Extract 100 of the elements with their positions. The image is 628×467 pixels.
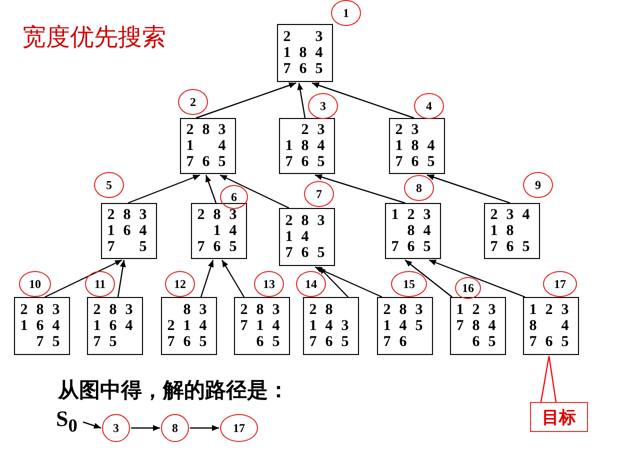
callout-pointer [540,355,557,403]
tile-digit: 4 [217,139,227,154]
tile-digit: 1 [390,208,400,223]
tile-digit: 7 [455,319,465,334]
tile-digit: 6 [298,62,308,77]
tile-digit: 5 [340,335,350,350]
tile-digit: 8 [410,139,420,154]
tile-digit: 8 [324,303,334,318]
circled-number: 4 [414,93,444,119]
tile-digit: 8 [255,303,265,318]
arrow [404,260,452,298]
tile-digit: 4 [138,224,148,239]
circled-number: 7 [304,181,334,207]
puzzle-box [14,297,70,355]
tile-digit: 5 [487,335,497,350]
tile-digit: 6 [108,319,118,334]
tile-digit: 1 [455,303,465,318]
tile-digit: 8 [182,303,192,318]
tile-digit: 5 [414,319,424,334]
tile-digit: 7 [394,155,404,170]
tile-digit: 8 [35,303,45,318]
circled-number: 10 [19,271,51,297]
puzzle-box [279,208,335,266]
circled-number: 15 [391,271,427,297]
arrow [131,425,160,431]
tile-digit: 8 [122,208,132,223]
arrow [117,260,126,298]
tile-digit: 4 [487,319,497,334]
tile-digit: 4 [422,224,432,239]
tile-digit: 3 [217,123,227,138]
puzzle-box [191,203,247,259]
circled-number: 3 [102,414,130,442]
tile-digit: 3 [414,303,424,318]
tile-digit: 4 [314,46,324,61]
arrow [312,82,414,119]
tile-digit: 3 [228,208,238,223]
tile-digit: 4 [426,139,436,154]
note-text: 从图中得，解的路径是： [58,377,289,404]
tile-digit: 1 [92,319,102,334]
tile-digit: 5 [51,335,61,350]
circled-number: 17 [220,414,258,442]
circled-number: 8 [161,414,189,442]
tile-digit: 3 [138,208,148,223]
tile-digit: 2 [394,123,404,138]
arrow [426,174,510,204]
tile-digit: 8 [528,319,538,334]
tile-digit: 3 [422,208,432,223]
tile-digit: 6 [201,155,211,170]
tile-digit: 3 [560,303,570,318]
title: 宽度优先搜索 [22,22,166,52]
tile-digit: 3 [340,319,350,334]
tile-digit: 3 [410,123,420,138]
circled-number: 6 [220,185,248,209]
arrow [314,174,406,204]
tile-digit: 1 [394,139,404,154]
tile-digit: 7 [239,319,249,334]
circled-number: 11 [85,271,115,297]
tile-digit: 1 [182,319,192,334]
tile-digit: 7 [390,240,400,255]
arrow [314,266,382,298]
tile-digit: 7 [35,335,45,350]
tile-digit: 1 [528,303,538,318]
tile-digit: 4 [51,319,61,334]
tile-digit: 4 [324,319,334,334]
tile-digit: 6 [544,335,554,350]
tile-digit: 1 [212,224,222,239]
tile-digit: 6 [410,155,420,170]
tile-digit: 2 [185,123,195,138]
puzzle-box [234,297,290,355]
circled-number: 16 [455,277,481,299]
arrow [297,82,306,118]
tile-digit: 7 [528,335,538,350]
tile-digit: 5 [560,335,570,350]
tile-digit: 7 [308,335,318,350]
tile-digit: 8 [108,303,118,318]
tile-digit: 1 [382,319,392,334]
tile-digit: 5 [217,155,227,170]
tile-digit: 4 [398,319,408,334]
tile-digit: 2 [406,208,416,223]
circled-number: 2 [178,89,208,115]
puzzle-box [523,297,579,355]
tile-digit: 7 [196,240,206,255]
tile-digit: 5 [422,240,432,255]
puzzle-box [279,118,335,174]
tile-digit: 6 [505,240,515,255]
tile-digit: 2 [106,208,116,223]
tile-digit: 1 [308,319,318,334]
tile-digit: 5 [316,246,326,261]
tile-digit: 3 [124,303,134,318]
arrow [318,266,348,298]
tile-digit: 7 [106,240,116,255]
tile-digit: 6 [122,224,132,239]
circled-number: 17 [543,271,577,297]
tile-digit: 2 [284,214,294,229]
tile-digit: 2 [300,123,310,138]
tile-digit: 2 [471,303,481,318]
tile-digit: 2 [489,208,499,223]
tile-digit: 7 [282,62,292,77]
tile-digit: 2 [239,303,249,318]
tile-digit: 1 [489,224,499,239]
